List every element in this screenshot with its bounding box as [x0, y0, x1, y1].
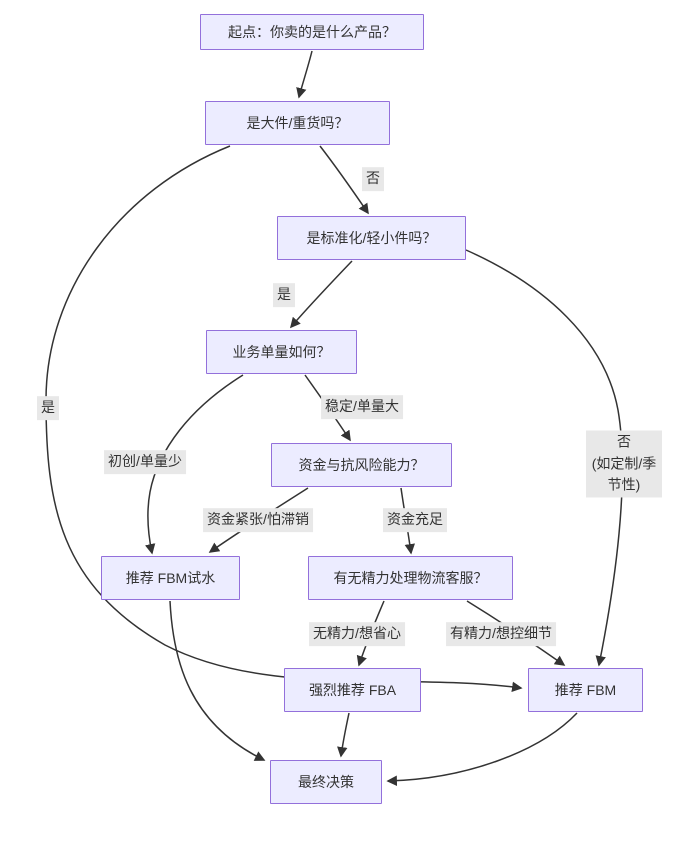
node-standard-question: 是标准化/轻小件吗？	[277, 216, 466, 260]
edge-label-volume-stable: 稳定/单量大	[321, 395, 403, 419]
edge-label-heavy-no: 否	[362, 167, 384, 191]
node-start: 起点：你卖的是什么产品？	[200, 14, 424, 50]
edge-fbmtrial-to-final	[169, 600, 266, 761]
edge-standard-to-fbm	[465, 249, 624, 667]
node-energy-question: 有无精力处理物流客服？	[308, 556, 513, 600]
edge-start-to-heavy	[296, 50, 313, 99]
node-fbm-trial: 推荐 FBM试水	[101, 556, 240, 600]
node-volume-question: 业务单量如何？	[206, 330, 357, 374]
edge-heavy-to-standard	[319, 145, 369, 215]
edge-label-capital-enough: 资金充足	[383, 508, 447, 532]
edge-label-standard-yes: 是	[273, 283, 295, 307]
node-fba-recommend: 强烈推荐 FBA	[284, 668, 421, 712]
edge-label-capital-tight: 资金紧张/怕滞销	[203, 508, 313, 532]
node-heavy-question: 是大件/重货吗？	[205, 101, 390, 145]
edge-label-energy-yes: 有精力/想控细节	[446, 622, 556, 646]
edge-standard-to-volume	[289, 260, 353, 329]
edge-label-standard-no: 否 (如定制/季节性)	[586, 430, 662, 498]
node-fbm-recommend: 推荐 FBM	[528, 668, 643, 712]
edge-fbm-to-final	[386, 712, 578, 787]
node-capital-question: 资金与抗风险能力？	[271, 443, 452, 487]
edge-label-heavy-yes: 是	[37, 396, 59, 420]
edge-label-energy-no: 无精力/想省心	[309, 622, 405, 646]
node-final-decision: 最终决策	[270, 760, 382, 804]
edge-fba-to-final	[337, 712, 350, 758]
edge-label-volume-startup: 初创/单量少	[104, 450, 186, 474]
edge-volume-to-fbmtrial	[145, 374, 244, 555]
